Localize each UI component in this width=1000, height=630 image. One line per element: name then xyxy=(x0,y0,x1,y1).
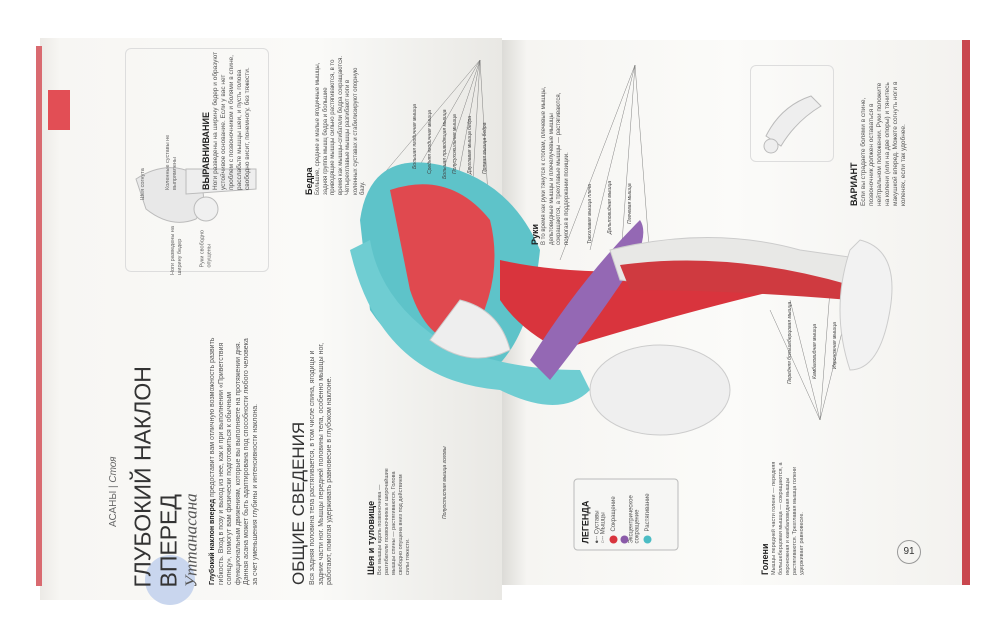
muscle-label: Двуглавая мышца бедра xyxy=(467,115,473,174)
pose-sketch-illustration xyxy=(135,167,257,223)
thigh-title: Бедра xyxy=(304,167,314,195)
legend-item-stretch: Растягивание xyxy=(643,486,652,544)
muscle-label: Трехглавая мышца плеча xyxy=(587,184,593,244)
head xyxy=(589,344,731,436)
legend: ЛЕГЕНДА ●-- Суставы ○-- Мышцы Сокращение… xyxy=(573,478,679,551)
book-edge-right xyxy=(962,40,970,585)
category-label: АСАНЫ xyxy=(108,490,119,527)
muscle-label: Большая ягодичная мышца xyxy=(412,104,418,169)
arms-text: В то время как руки тянутся к стопам, пл… xyxy=(541,86,570,245)
page-title: ГЛУБОКИЙ НАКЛОН ВПЕРЕД xyxy=(129,366,182,588)
section-tab xyxy=(48,90,70,130)
leader-lines xyxy=(369,59,851,421)
legend-title: ЛЕГЕНДА xyxy=(580,500,591,544)
subcategory-label: Стоя xyxy=(108,456,119,483)
stretch-swatch xyxy=(643,535,652,544)
intro-bold: Глубокий наклон вперед xyxy=(209,498,216,585)
sketch-label: Ноги разведены на ширину бедер xyxy=(170,226,183,275)
legend-item-eccentric: Эксцентрическое сокращение xyxy=(620,486,641,544)
foot xyxy=(839,239,893,371)
arms-block: Руки В то время как руки тянутся к стопа… xyxy=(530,75,580,245)
shins-block: Голени Мышцы передней части голени — пер… xyxy=(760,445,810,575)
ribcage xyxy=(429,299,511,359)
breadcrumb: АСАНЫ | Стоя xyxy=(108,456,119,527)
intro-text: предоставит вам отличную возможность раз… xyxy=(209,337,259,585)
contract-swatch xyxy=(609,535,618,544)
alignment-block: ВЫРАВНИВАНИЕ Ноги разведены на ширину бе… xyxy=(201,50,263,190)
variant-text: Если вы страдаете болями в спине, позвон… xyxy=(860,81,907,206)
pose-sketch-box xyxy=(125,48,269,272)
title-block: ГЛУБОКИЙ НАКЛОН ВПЕРЕД Уттанасана xyxy=(129,333,206,588)
sketch-label: Руки свободно опущены xyxy=(199,230,213,268)
variant-title: ВАРИАНТ xyxy=(849,162,859,206)
variant-block: ВАРИАНТ Если вы страдаете болями в спине… xyxy=(849,76,911,206)
muscle-label: Полусухожильная мышца xyxy=(452,114,458,174)
intro-paragraph: Глубокий наклон вперед предоставит вам о… xyxy=(209,335,275,585)
contract-muscle-shin xyxy=(620,260,850,300)
book-edge-left xyxy=(36,46,42,586)
page-number: 91 xyxy=(897,540,921,564)
muscle-label: Дельтовидная мышца xyxy=(607,180,613,234)
muscle-label: Прямая мышца бедра xyxy=(482,122,488,175)
muscle-label: Плечевая мышца xyxy=(627,183,633,224)
muscle-label: Полуостистая мышца головы xyxy=(442,446,448,519)
alignment-title: ВЫРАВНИВАНИЕ xyxy=(201,111,211,190)
arms-title: Руки xyxy=(530,223,540,245)
sketch-label: Коленные суставы не выпрямлены xyxy=(165,134,178,190)
sketch-label: Шея согнута xyxy=(140,168,146,200)
legend-item-muscles: ○-- Мышцы xyxy=(600,512,607,544)
decorative-circle xyxy=(145,555,195,605)
anatomy-illustration xyxy=(350,59,893,436)
shins-title: Голени xyxy=(760,543,770,576)
muscle-label: Передняя большеберцовая мышца xyxy=(787,301,793,384)
muscle-label: Большая приводящая мышца xyxy=(442,109,448,180)
legend-item-contract: Сокращение xyxy=(609,486,618,544)
variant-sketch-illustration xyxy=(763,95,822,154)
muscle-label: Камбаловидная мышца xyxy=(812,324,818,379)
shins-text: Мышцы передней части голени — передняя б… xyxy=(771,461,805,575)
section-title: ОБЩИЕ СВЕДЕНИЯ xyxy=(289,421,308,585)
variant-sketch-box xyxy=(750,65,834,162)
eccentric-swatch xyxy=(620,535,629,544)
page-subtitle: Уттанасана xyxy=(181,493,201,588)
stretch-muscle-back xyxy=(350,240,590,405)
muscle-label: Средняя ягодичная мышца xyxy=(427,110,433,174)
muscle-label: Икроножная мышца xyxy=(832,322,838,369)
alignment-text: Ноги разведены на ширину бедер и образую… xyxy=(212,51,251,190)
